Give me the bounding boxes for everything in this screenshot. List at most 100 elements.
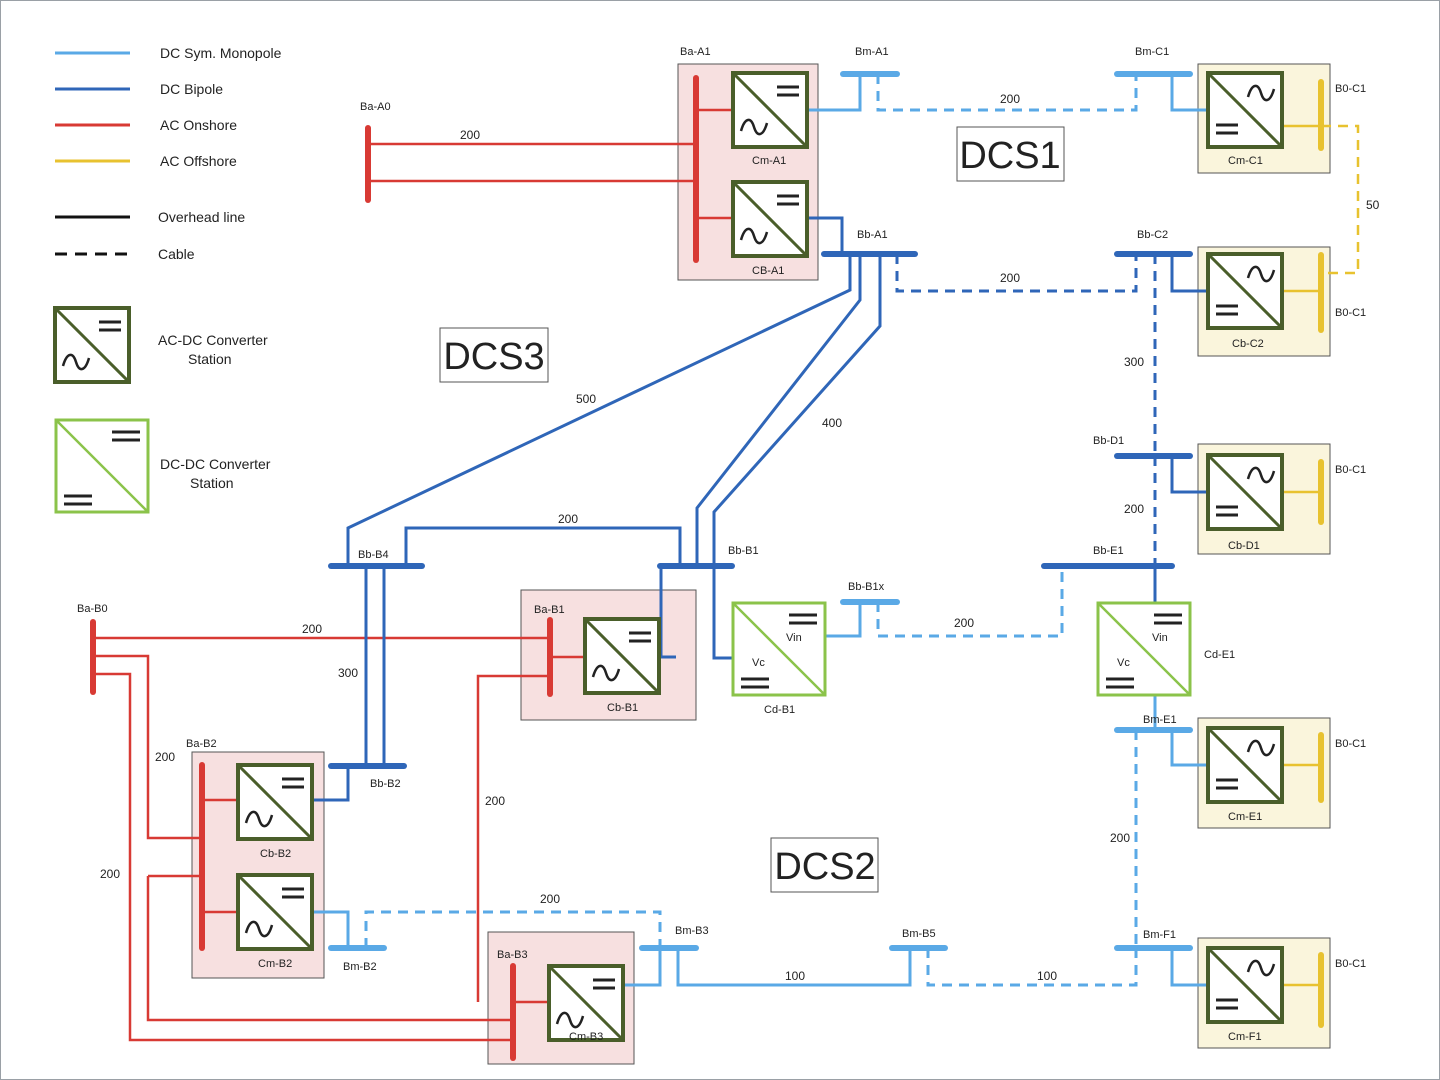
len-d1-e1: 200 bbox=[1124, 502, 1144, 516]
label-cd-b1: Cd-B1 bbox=[764, 704, 795, 716]
label-bo-c1-3: B0-C1 bbox=[1335, 464, 1366, 476]
converter-cb-b2[interactable] bbox=[236, 763, 314, 841]
len-c1-c2: 50 bbox=[1366, 198, 1380, 212]
dcs1-box bbox=[956, 126, 1065, 182]
label-bo-c1-4: B0-C1 bbox=[1335, 738, 1366, 750]
label-vin-e1: Vin bbox=[1152, 632, 1168, 644]
label-bb-b4: Bb-B4 bbox=[358, 549, 389, 561]
label-bm-c1: Bm-C1 bbox=[1135, 46, 1169, 58]
label-bm-f1: Bm-F1 bbox=[1143, 929, 1176, 941]
label-bb-b1x: Bb-B1x bbox=[848, 581, 885, 593]
label-bm-b3: Bm-B3 bbox=[675, 925, 709, 937]
line-lengths: 200 200 200 50 300 200 500 400 200 200 3… bbox=[100, 92, 1380, 983]
label-bb-e1: Bb-E1 bbox=[1093, 545, 1124, 557]
dcs2-label: DCS2 bbox=[774, 846, 875, 888]
converter-cm-f1[interactable] bbox=[1206, 946, 1284, 1024]
label-ba-b2: Ba-B2 bbox=[186, 738, 217, 750]
len-a1-b1: 400 bbox=[822, 416, 842, 430]
legend-dcdc-label-2: Station bbox=[190, 475, 234, 491]
converter-cd-b1[interactable] bbox=[731, 601, 827, 697]
dc-monopole-buses bbox=[328, 71, 1193, 951]
dcs3-label: DCS3 bbox=[443, 336, 544, 378]
label-ba-a1: Ba-A1 bbox=[680, 46, 711, 58]
label-ba-b1: Ba-B1 bbox=[534, 604, 565, 616]
label-ba-b3: Ba-B3 bbox=[497, 949, 528, 961]
len-a1-c2: 200 bbox=[1000, 271, 1020, 285]
label-vin-b1: Vin bbox=[786, 632, 802, 644]
converter-cm-b3[interactable] bbox=[547, 964, 625, 1042]
converter-cb-a1[interactable] bbox=[731, 180, 809, 258]
legend-label-cable: Cable bbox=[158, 246, 195, 262]
legend-label-ac-onshore: AC Onshore bbox=[160, 117, 237, 133]
label-cm-b3: Cm-B3 bbox=[569, 1031, 603, 1043]
converter-cb-b1[interactable] bbox=[583, 617, 661, 695]
label-cb-b1: Cb-B1 bbox=[607, 702, 638, 714]
label-cm-c1: Cm-C1 bbox=[1228, 155, 1263, 167]
label-bm-b5: Bm-B5 bbox=[902, 928, 936, 940]
legend-label-overhead: Overhead line bbox=[158, 209, 245, 225]
dcs3-box bbox=[439, 327, 549, 383]
len-a1-c1: 200 bbox=[1000, 92, 1020, 106]
len-b4-b1: 200 bbox=[558, 512, 578, 526]
len-a0-a1: 200 bbox=[460, 128, 480, 142]
converter-cm-e1[interactable] bbox=[1206, 726, 1284, 804]
label-bb-b1: Bb-B1 bbox=[728, 545, 759, 557]
converter-labels: Cm-A1 CB-A1 Cm-C1 Cb-C2 Cb-D1 Cd-E1 Cm-E… bbox=[258, 155, 1264, 1043]
label-bb-a1: Bb-A1 bbox=[857, 229, 888, 241]
label-cb-c2: Cb-C2 bbox=[1232, 338, 1264, 350]
label-cd-e1: Cd-E1 bbox=[1204, 649, 1235, 661]
legend-label-ac-offshore: AC Offshore bbox=[160, 153, 237, 169]
legend-acdc-icon bbox=[53, 306, 131, 384]
label-bb-d1: Bb-D1 bbox=[1093, 435, 1124, 447]
converter-cd-e1[interactable] bbox=[1096, 601, 1192, 697]
len-b0-b2: 200 bbox=[155, 750, 175, 764]
len-b1x-e1: 200 bbox=[954, 616, 974, 630]
converter-cm-a1[interactable] bbox=[731, 71, 809, 149]
converter-cb-c2[interactable] bbox=[1206, 252, 1284, 330]
len-b0-b1: 200 bbox=[302, 622, 322, 636]
len-b0-b3: 200 bbox=[100, 867, 120, 881]
ac-onshore-lines bbox=[93, 108, 733, 1042]
label-cb-a1: CB-A1 bbox=[752, 265, 784, 277]
legend-label-mono: DC Sym. Monopole bbox=[160, 45, 282, 61]
label-bm-a1: Bm-A1 bbox=[855, 46, 889, 58]
label-ba-a0: Ba-A0 bbox=[360, 101, 391, 113]
converter-cb-d1[interactable] bbox=[1206, 453, 1284, 531]
label-cm-a1: Cm-A1 bbox=[752, 155, 786, 167]
label-bm-b2: Bm-B2 bbox=[343, 961, 377, 973]
len-b1-b3: 200 bbox=[485, 794, 505, 808]
label-bo-c1-1: B0-C1 bbox=[1335, 83, 1366, 95]
legend-label-bipole: DC Bipole bbox=[160, 81, 223, 97]
len-b4-b2: 300 bbox=[338, 666, 358, 680]
len-c2-d1: 300 bbox=[1124, 355, 1144, 369]
len-b2-b3: 200 bbox=[540, 892, 560, 906]
dc-monopole-lines bbox=[312, 74, 1208, 987]
len-b3-b5: 100 bbox=[785, 969, 805, 983]
label-bo-c1-2: B0-C1 bbox=[1335, 307, 1366, 319]
label-cm-b2: Cm-B2 bbox=[258, 958, 292, 970]
dcs2-box bbox=[770, 837, 879, 893]
label-ba-b0: Ba-B0 bbox=[77, 603, 108, 615]
legend-acdc-label-1: AC-DC Converter bbox=[158, 332, 268, 348]
legend: DC Sym. Monopole DC Bipole AC Onshore AC… bbox=[53, 45, 282, 514]
converter-cm-b2[interactable] bbox=[236, 873, 314, 951]
dc-bipole-lines bbox=[312, 216, 1208, 802]
len-a1-b4: 500 bbox=[576, 392, 596, 406]
label-bb-b2: Bb-B2 bbox=[370, 778, 401, 790]
dcs1-label: DCS1 bbox=[959, 135, 1060, 177]
dc-bipole-buses bbox=[328, 251, 1193, 769]
bus-labels: Ba-A0 Ba-A1 Bm-A1 Bb-A1 Bm-C1 Bb-C2 Bb-D… bbox=[77, 46, 1366, 973]
label-vc-e1: Vc bbox=[1117, 657, 1130, 669]
len-b5-f1: 100 bbox=[1037, 969, 1057, 983]
label-bm-e1: Bm-E1 bbox=[1143, 714, 1177, 726]
converter-cm-c1[interactable] bbox=[1206, 71, 1284, 149]
ac-onshore-buses bbox=[90, 75, 699, 1061]
label-vc-b1: Vc bbox=[752, 657, 765, 669]
label-bb-c2: Bb-C2 bbox=[1137, 229, 1168, 241]
legend-dcdc-icon bbox=[54, 418, 150, 514]
label-cm-e1: Cm-E1 bbox=[1228, 811, 1262, 823]
legend-acdc-label-2: Station bbox=[188, 351, 232, 367]
label-bo-c1-5: B0-C1 bbox=[1335, 958, 1366, 970]
label-cb-d1: Cb-D1 bbox=[1228, 540, 1260, 552]
